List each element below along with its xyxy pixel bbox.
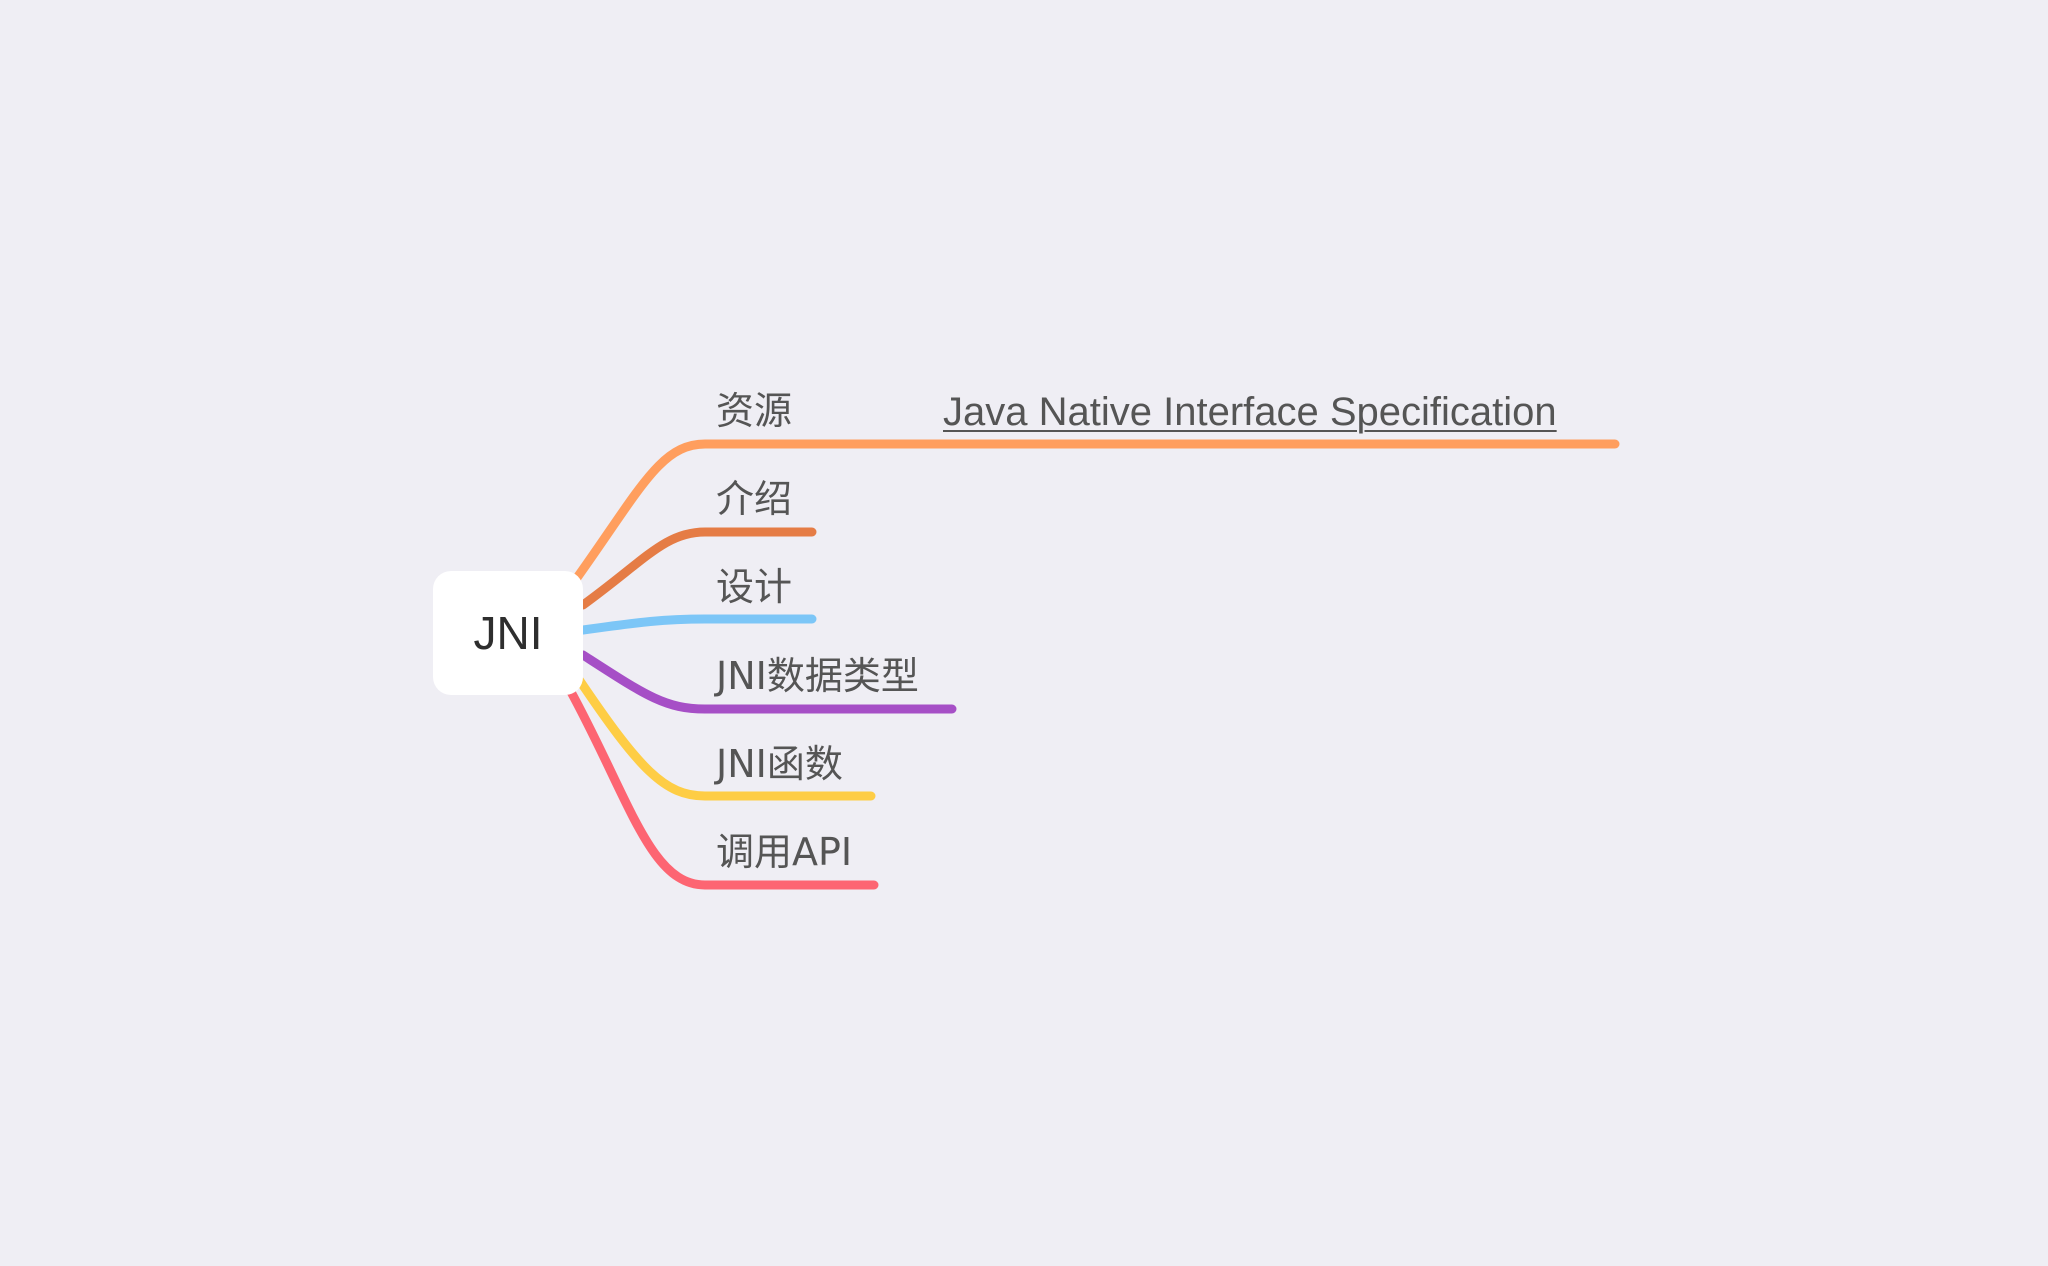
edge-resources bbox=[569, 439, 815, 587]
topic-jni-spec-link[interactable]: Java Native Interface Specification bbox=[943, 390, 1557, 434]
topic-design[interactable]: 设计 bbox=[716, 565, 793, 609]
topic-introduction[interactable]: 介绍 bbox=[716, 477, 793, 521]
edge-functions bbox=[573, 673, 876, 801]
edge-intro bbox=[578, 527, 817, 610]
edge-data-types bbox=[578, 650, 957, 714]
root-topic-node[interactable]: JNI bbox=[433, 571, 583, 695]
edge-design bbox=[578, 614, 817, 635]
topic-resources[interactable]: 资源 bbox=[716, 389, 793, 433]
edge-invocation-api bbox=[565, 685, 879, 890]
topic-jni-data-types[interactable]: JNI数据类型 bbox=[716, 654, 919, 698]
topic-invocation-api[interactable]: 调用API bbox=[716, 830, 853, 874]
root-topic-label: JNI bbox=[473, 607, 543, 659]
topic-jni-functions[interactable]: JNI函数 bbox=[716, 742, 843, 786]
